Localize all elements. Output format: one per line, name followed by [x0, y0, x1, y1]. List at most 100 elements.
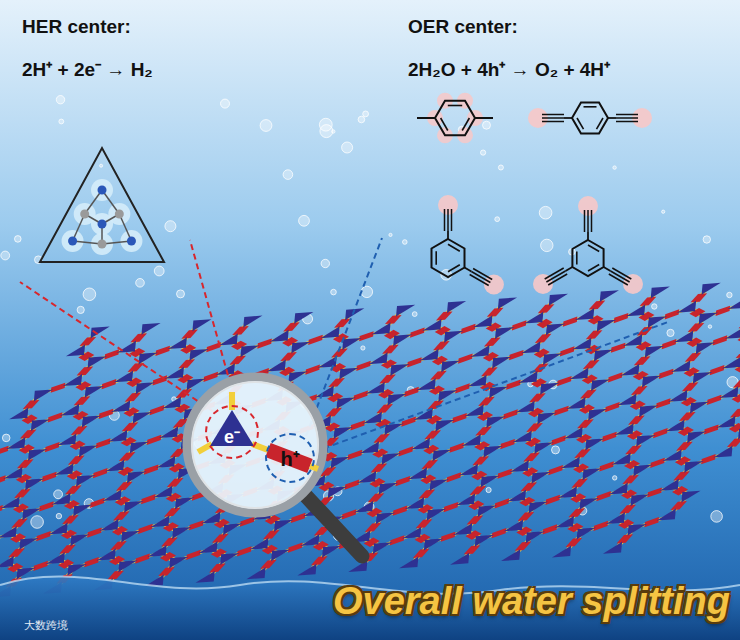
acceptor-triangle — [642, 287, 670, 300]
title-banner: Overall water splitting — [333, 580, 730, 623]
water-bubble — [403, 240, 408, 245]
her-triangle — [40, 148, 164, 262]
donor-bar — [608, 375, 622, 380]
acceptor-triangle — [623, 333, 651, 346]
acceptor-triangle — [363, 411, 391, 424]
donor-bar — [441, 534, 455, 539]
donor-bar — [126, 423, 134, 431]
acceptor-triangle — [324, 427, 352, 440]
donor-bar — [348, 453, 362, 458]
donor-bar — [522, 512, 530, 520]
acceptor-triangle — [49, 522, 77, 535]
donor-bar — [39, 504, 53, 509]
acceptor-triangle — [462, 433, 490, 446]
donor-bar — [93, 471, 107, 476]
donor-bar — [471, 516, 479, 524]
benzene-ring — [435, 101, 475, 136]
donor-bar — [123, 452, 131, 460]
donor-bar — [635, 386, 643, 394]
donor-bar — [552, 438, 566, 443]
acceptor-triangle — [575, 307, 603, 320]
acceptor-triangle — [588, 320, 616, 333]
donor-bar — [585, 390, 593, 398]
acceptor-triangle — [459, 463, 487, 476]
acceptor-triangle — [216, 363, 244, 376]
donor-bar — [707, 397, 721, 402]
acceptor-triangle — [540, 294, 568, 307]
donor-bar — [405, 390, 419, 395]
acceptor-triangle — [25, 390, 53, 403]
donor-bar — [477, 457, 485, 465]
water-bubble — [299, 215, 310, 226]
donor-bar — [396, 479, 410, 484]
acceptor-triangle — [60, 403, 88, 416]
acceptor-triangle — [465, 404, 493, 417]
donor-bar — [435, 371, 443, 379]
water-bubble — [486, 487, 491, 492]
acceptor-triangle — [160, 557, 188, 570]
donor-bar — [410, 330, 424, 335]
acceptor-triangle — [719, 386, 740, 399]
donor-bar — [440, 312, 448, 320]
donor-bar — [37, 534, 51, 539]
acceptor-triangle — [333, 338, 361, 351]
donor-bar — [426, 460, 434, 468]
donor-bar — [214, 564, 222, 572]
water-bubble — [342, 142, 353, 153]
donor-bar — [684, 412, 692, 420]
acceptor-triangle — [46, 552, 74, 565]
donor-bar — [34, 563, 48, 568]
acceptor-triangle — [58, 564, 86, 577]
carbon-atom — [80, 210, 89, 219]
donor-bar — [579, 449, 587, 457]
water-bubble — [2, 434, 10, 442]
double-bond — [597, 118, 604, 129]
acceptor-triangle — [636, 346, 664, 359]
donor-bar — [447, 475, 461, 480]
acceptor-triangle — [177, 379, 205, 392]
honeycomb-lattice — [0, 270, 740, 608]
nitrogen-atom — [68, 237, 77, 246]
donor-bar — [560, 349, 574, 354]
donor-bar — [234, 356, 242, 364]
donor-bar — [458, 356, 472, 361]
double-bond — [448, 244, 460, 251]
atom-glow — [120, 230, 142, 252]
donor-bar — [393, 508, 407, 513]
donor-bar — [354, 393, 368, 398]
donor-bar — [288, 545, 302, 550]
acceptor-triangle — [435, 331, 463, 344]
double-bond — [448, 105, 462, 107]
donor-bar — [645, 520, 659, 525]
acceptor-triangle — [115, 501, 143, 514]
triple-bond — [584, 210, 586, 232]
nitrogen-atom — [98, 186, 107, 195]
acceptor-triangle — [681, 402, 709, 415]
donor-bar — [495, 501, 509, 506]
acceptor-triangle — [456, 493, 484, 506]
charge-symbol: e⁻ — [224, 424, 240, 448]
acceptor-triangle — [265, 520, 293, 533]
donor-bar — [491, 308, 499, 316]
acceptor-triangle — [489, 297, 517, 310]
donor-bar — [136, 556, 150, 561]
acceptor-triangle — [16, 479, 44, 492]
acceptor-triangle — [677, 300, 705, 313]
acceptor-triangle — [617, 393, 645, 406]
donor-bar — [0, 508, 3, 513]
donor-bar — [653, 431, 667, 436]
donor-bar — [150, 408, 164, 413]
donor-bar — [665, 312, 679, 317]
donor-bar — [70, 486, 78, 494]
acceptor-triangle — [411, 437, 439, 450]
acceptor-triangle — [57, 433, 85, 446]
donor-bar — [734, 409, 740, 417]
acceptor-triangle — [114, 370, 142, 383]
nitrogen-atom — [127, 237, 136, 246]
water-bubble — [727, 292, 732, 297]
acceptor-triangle — [674, 330, 702, 343]
acceptor-triangle — [573, 468, 601, 481]
water-bubble — [662, 210, 665, 213]
magnifier-lens — [187, 377, 323, 513]
